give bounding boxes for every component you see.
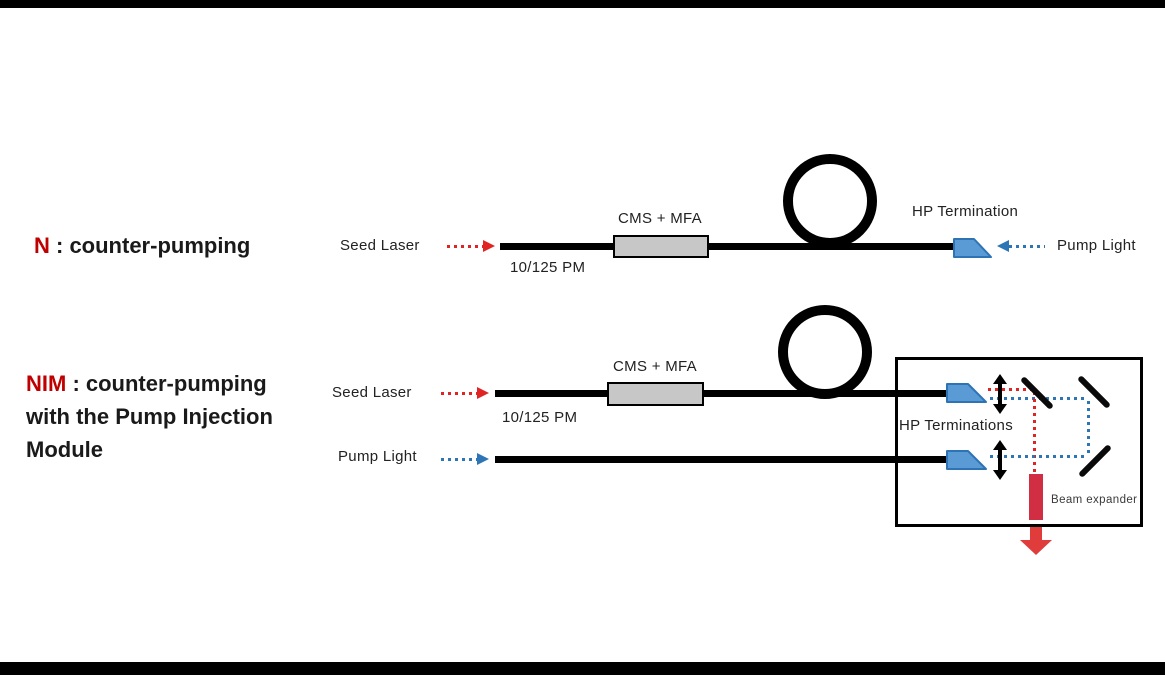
bottom-frame-bar <box>0 662 1165 675</box>
top-heading-prefix: N <box>34 233 50 258</box>
bottom-heading-rest: : counter-pumping <box>66 371 267 396</box>
top-fiber-label: 10/125 PM <box>510 259 586 276</box>
top-hp-termination <box>953 238 993 259</box>
bottom-seed-laser-label: Seed Laser <box>332 384 412 401</box>
beam-expander-beam <box>1029 474 1043 520</box>
bottom-heading-line1: NIM : counter-pumping <box>26 367 273 400</box>
bottom-fiber-loop <box>778 305 872 399</box>
bottom-cms-mfa-component <box>607 382 704 406</box>
top-heading: N : counter-pumping <box>34 229 250 262</box>
bottom-heading-prefix: NIM <box>26 371 67 396</box>
bottom-seed-beam-arrow <box>441 386 489 400</box>
top-seed-laser-label: Seed Laser <box>340 237 420 254</box>
bottom-pump-light-label: Pump Light <box>338 448 417 465</box>
top-pump-beam-arrow <box>997 239 1045 253</box>
arrow-shaft <box>998 446 1002 474</box>
arrow-tip-down <box>993 404 1007 414</box>
output-arrow-stem <box>1030 527 1042 541</box>
signal-beam-horizontal <box>988 388 1035 391</box>
top-component-label: CMS + MFA <box>618 210 702 227</box>
top-cms-mfa-component <box>613 235 709 258</box>
arrow-head-right-icon <box>477 453 489 465</box>
arrow-tip-up <box>993 374 1007 384</box>
arrow-head-right-icon <box>477 387 489 399</box>
bottom-heading: NIM : counter-pumping with the Pump Inje… <box>26 367 273 466</box>
arrow-shaft <box>998 380 1002 408</box>
top-fiber-line <box>500 243 958 250</box>
alignment-arrow-top-icon <box>993 374 1007 414</box>
pump-beam-vertical <box>1087 401 1090 457</box>
top-heading-rest: : counter-pumping <box>49 233 251 258</box>
signal-beam-vertical <box>1033 392 1036 475</box>
top-frame-bar <box>0 0 1165 8</box>
arrow-head-left-icon <box>997 240 1009 252</box>
bottom-component-label: CMS + MFA <box>613 358 697 375</box>
bottom-heading-line2: with the Pump Injection <box>26 404 273 429</box>
top-fiber-loop <box>783 154 877 248</box>
arrow-dots <box>1009 244 1045 248</box>
arrow-head-right-icon <box>483 240 495 252</box>
arrow-tip-down <box>993 470 1007 480</box>
arrow-tip-up <box>993 440 1007 450</box>
top-seed-beam-arrow <box>447 239 495 253</box>
module-hp-termination-seed <box>946 383 988 404</box>
bottom-seed-fiber-line <box>495 390 955 397</box>
module-terminations-label: HP Terminations <box>899 417 1013 434</box>
beam-expander-label: Beam expander <box>1051 494 1138 506</box>
alignment-arrow-bottom-icon <box>993 440 1007 480</box>
arrow-dots <box>441 391 477 395</box>
bottom-pump-beam-arrow <box>441 452 489 466</box>
top-pump-light-label: Pump Light <box>1057 237 1136 254</box>
bottom-heading-line3: Module <box>26 437 103 462</box>
top-termination-label: HP Termination <box>912 203 1019 220</box>
arrow-dots <box>447 244 483 248</box>
arrow-dots <box>441 457 477 461</box>
module-hp-termination-pump <box>946 450 988 471</box>
bottom-fiber-label: 10/125 PM <box>502 409 578 426</box>
bottom-pump-fiber-line <box>495 456 955 463</box>
pump-beam-horizontal-bottom <box>990 455 1088 458</box>
output-arrow-head-icon <box>1020 540 1052 555</box>
pump-injection-module-box <box>895 357 1143 527</box>
